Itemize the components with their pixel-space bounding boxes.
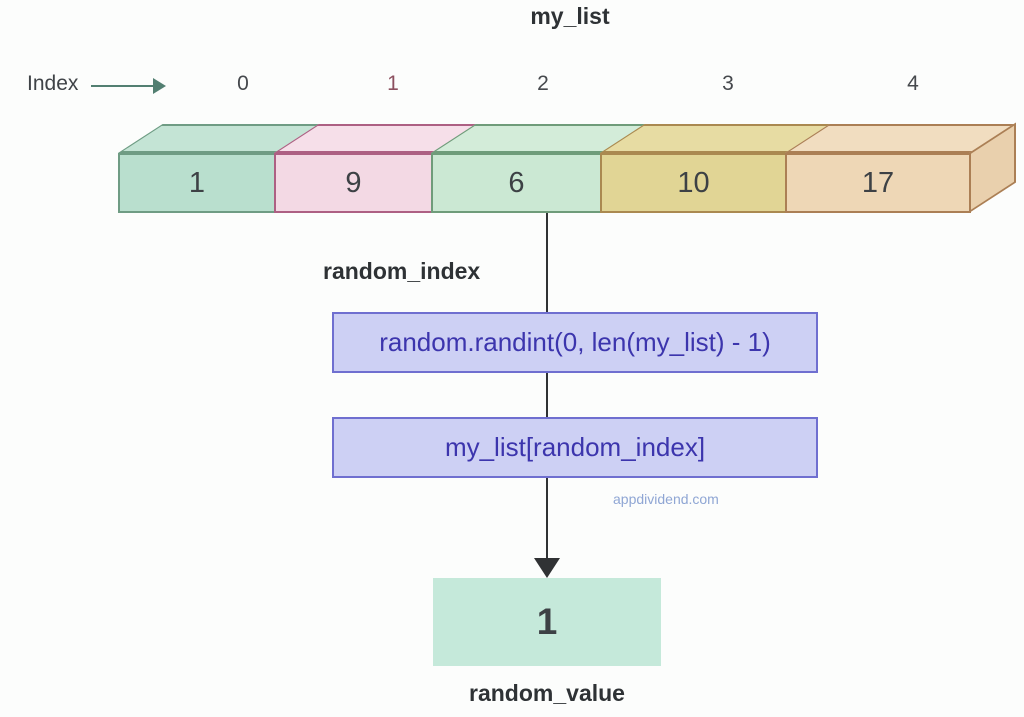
cell-front-face: 9	[274, 153, 433, 213]
index-arrow-shaft	[91, 85, 155, 87]
cell-front-face: 1	[118, 153, 276, 213]
cell-front-face: 17	[785, 153, 971, 213]
index-label-1: 1	[387, 72, 399, 95]
random-index-label: random_index	[323, 258, 481, 284]
access-expression: my_list[random_index]	[444, 432, 706, 462]
randint-code-box: random.randint(0, len(my_list) - 1)	[332, 312, 818, 373]
result-label: random_value	[469, 680, 625, 706]
index-label-3: 3	[722, 72, 734, 95]
cell-front-face: 10	[600, 153, 787, 213]
index-label-2: 2	[537, 72, 549, 95]
index-label-0: 0	[237, 72, 249, 95]
array-cell-0: 1	[118, 124, 321, 213]
array-cell-1: 9	[274, 124, 478, 213]
cell-value: 9	[345, 166, 362, 199]
randint-expression: random.randint(0, len(my_list) - 1)	[379, 327, 771, 357]
list-title: my_list	[530, 3, 610, 29]
cell-value: 10	[677, 166, 710, 199]
index-row-label: Index	[27, 72, 79, 95]
array-cell-2: 6	[431, 124, 647, 213]
array-cell-3: 10	[600, 124, 832, 213]
list-access-code-box: my_list[random_index]	[332, 417, 818, 478]
cell-value: 1	[188, 166, 206, 199]
flow-arrow-line	[546, 213, 548, 570]
result-value: 1	[536, 601, 558, 642]
index-arrow-head	[153, 78, 166, 94]
array-cell-4: 17	[785, 122, 1016, 213]
cell-value: 17	[861, 166, 895, 199]
result-value-box: 1	[433, 578, 661, 666]
flow-arrowhead-icon	[534, 558, 560, 578]
cell-value: 6	[508, 166, 525, 199]
cell-front-face: 6	[431, 153, 602, 213]
watermark: appdividend.com	[613, 491, 719, 507]
index-arrow-icon	[91, 78, 167, 94]
index-label-4: 4	[907, 72, 919, 95]
